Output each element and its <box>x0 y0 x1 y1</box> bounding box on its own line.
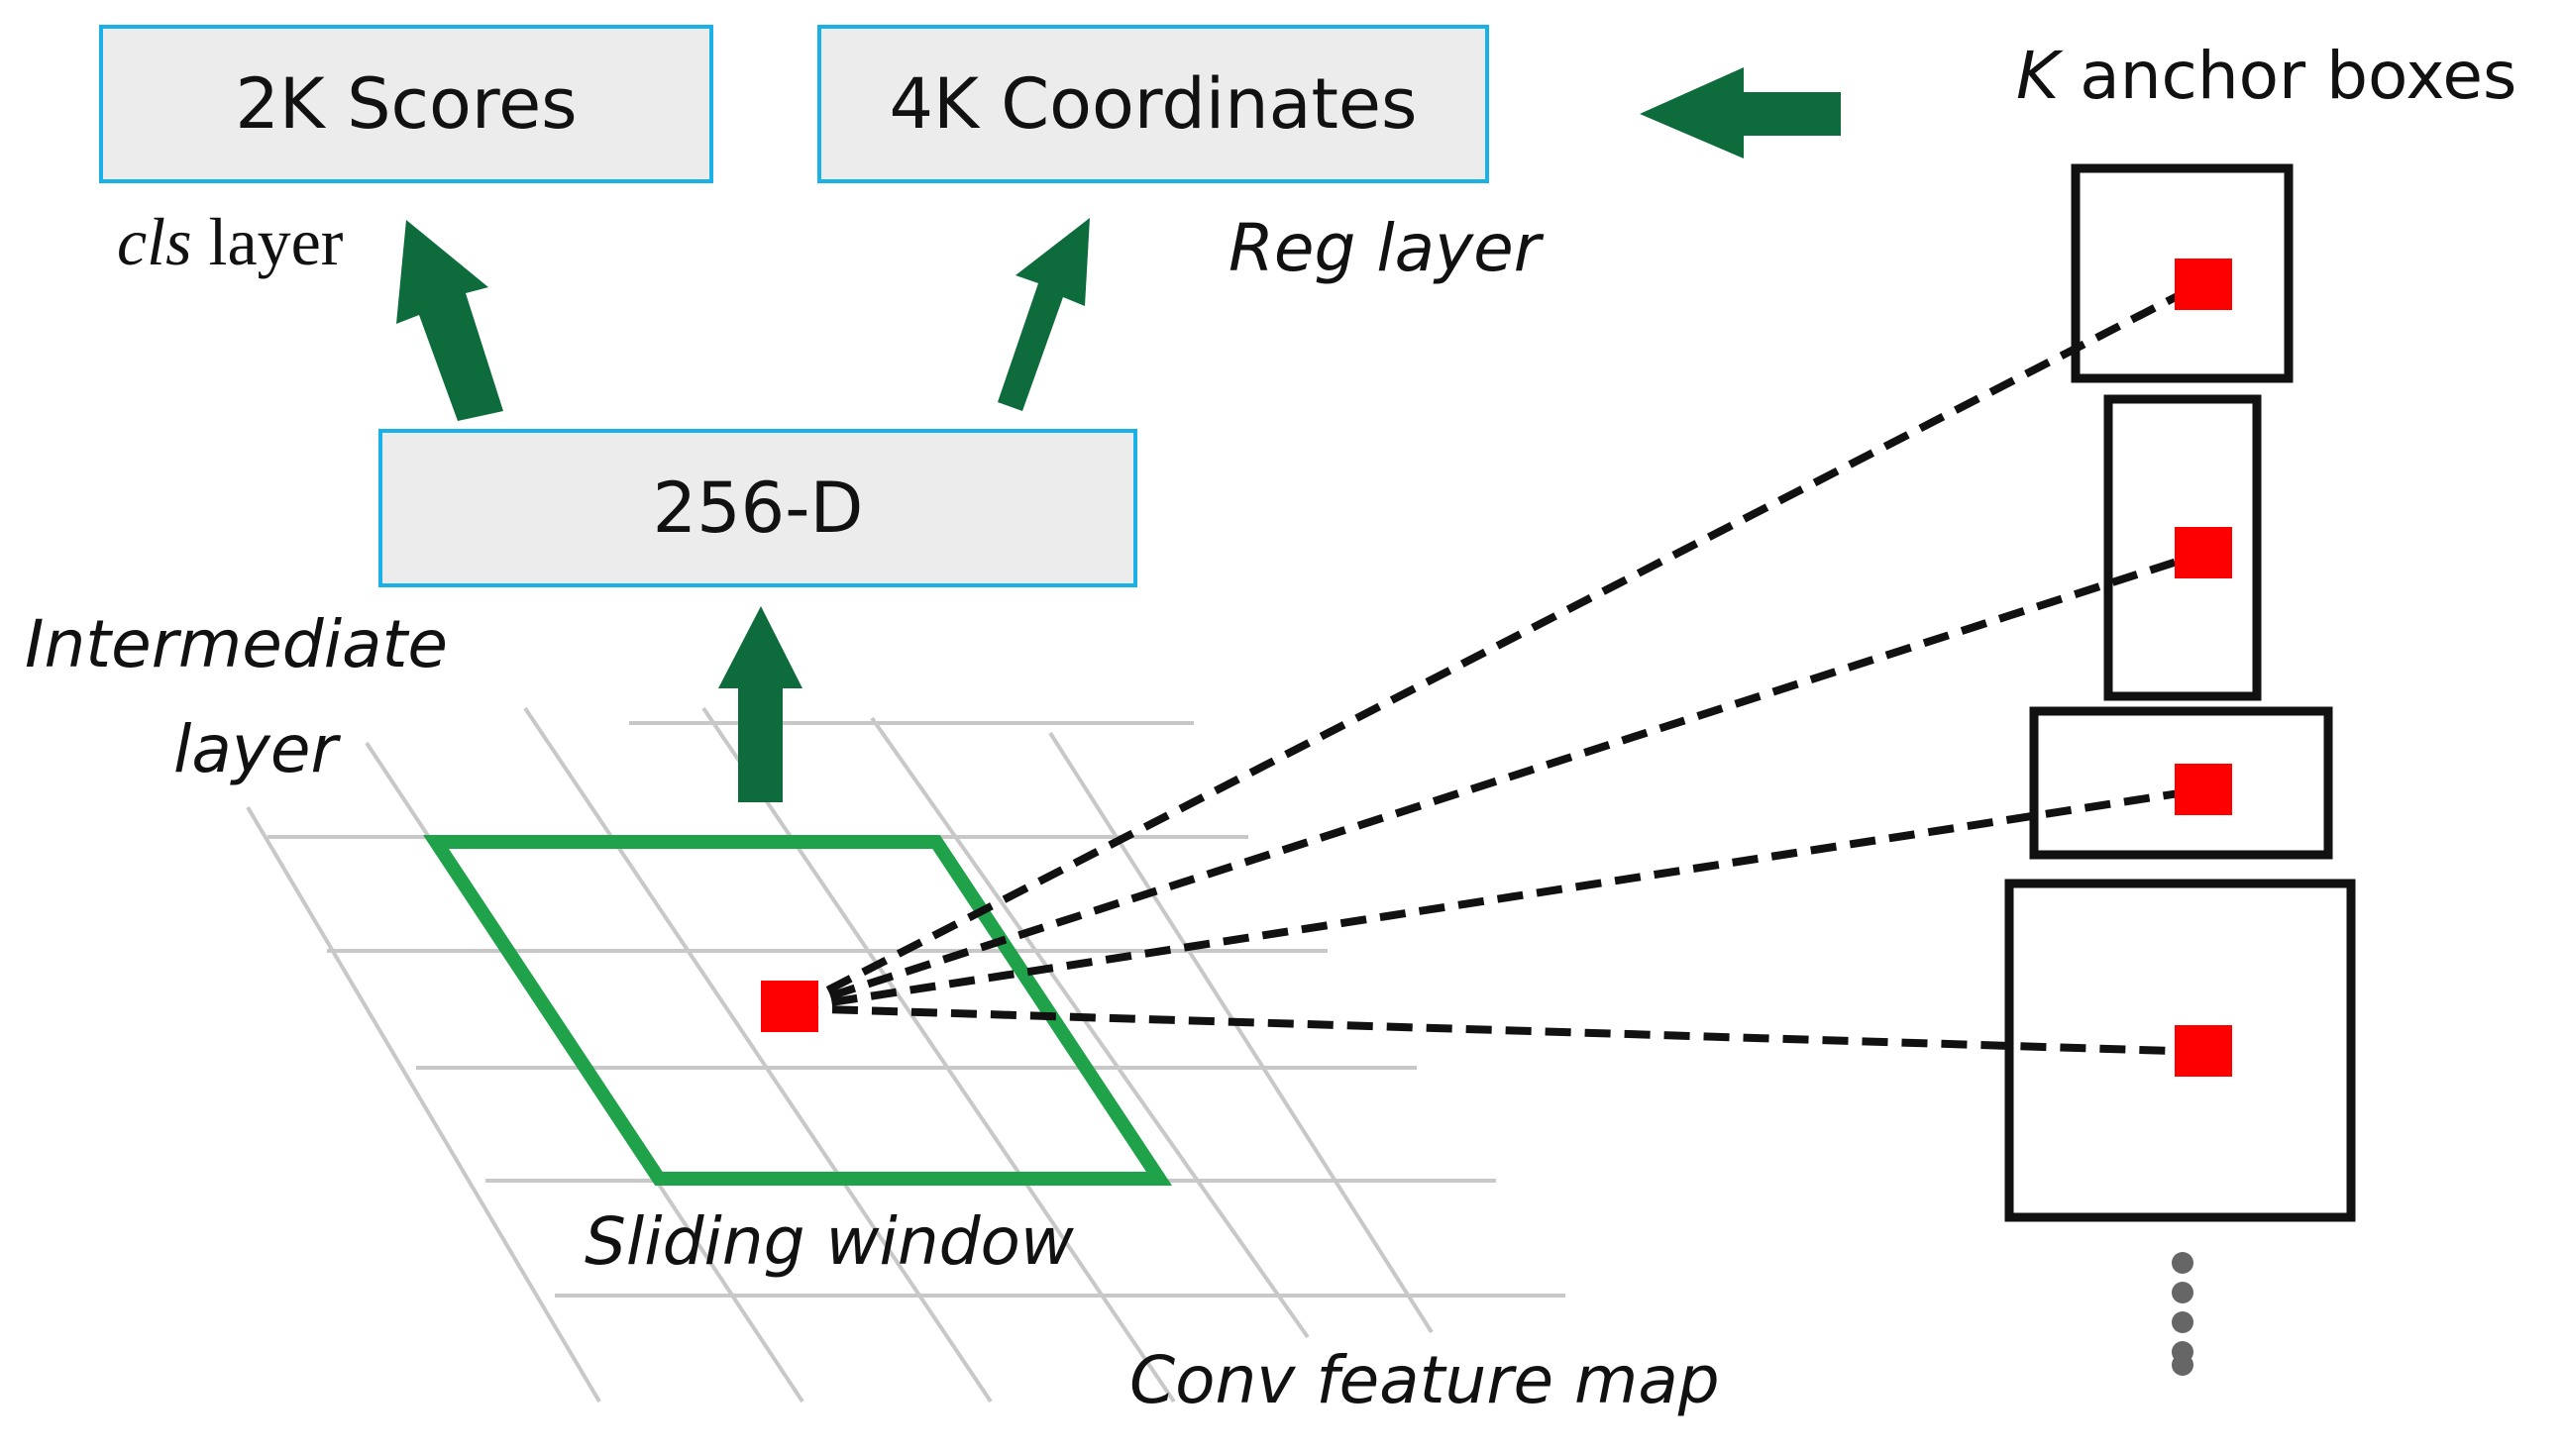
anchor-box-1 <box>2071 163 2294 383</box>
intermediate-label-line2: layer <box>173 711 338 787</box>
more-anchors-ellipsis <box>2172 1252 2193 1376</box>
anchor-connection-lines <box>791 278 2206 1056</box>
anchor-boxes <box>2004 163 2356 1222</box>
anchor-rest: anchor boxes <box>2059 38 2517 114</box>
feature-map-label: Conv feature map <box>1129 1342 1720 1418</box>
intermediate-label-line1: Intermediate <box>25 606 448 682</box>
anchor-center-3 <box>2175 764 2232 815</box>
arrow-to-cls <box>396 220 503 421</box>
window-center-point <box>761 981 818 1032</box>
anchor-box-2 <box>2103 394 2262 701</box>
anchor-k: K <box>2016 38 2060 114</box>
anchor-center-1 <box>2175 259 2232 310</box>
scores-box: 2K Scores <box>99 25 713 183</box>
arrow-up-to-intermediate <box>718 606 802 802</box>
anchor-box-3 <box>2029 706 2333 860</box>
intermediate-box: 256-D <box>378 429 1137 587</box>
sliding-window-label: Sliding window <box>585 1203 1074 1280</box>
sliding-window-outline <box>422 835 1173 1186</box>
reg-layer-label: Reg layer <box>1229 210 1541 286</box>
coordinates-box: 4K Coordinates <box>817 25 1489 183</box>
cls-suffix: layer <box>191 204 344 279</box>
arrow-to-reg <box>998 218 1090 411</box>
feature-map-grid <box>246 706 1565 1404</box>
anchor-box-4 <box>2004 879 2356 1222</box>
cls-layer-label: cls layer <box>117 203 343 281</box>
anchor-center-2 <box>2175 527 2232 578</box>
arrow-from-anchors <box>1640 67 1841 158</box>
anchor-boxes-label: K anchor boxes <box>2016 38 2516 114</box>
cls-prefix: cls <box>117 204 192 279</box>
anchor-center-4 <box>2175 1025 2232 1077</box>
